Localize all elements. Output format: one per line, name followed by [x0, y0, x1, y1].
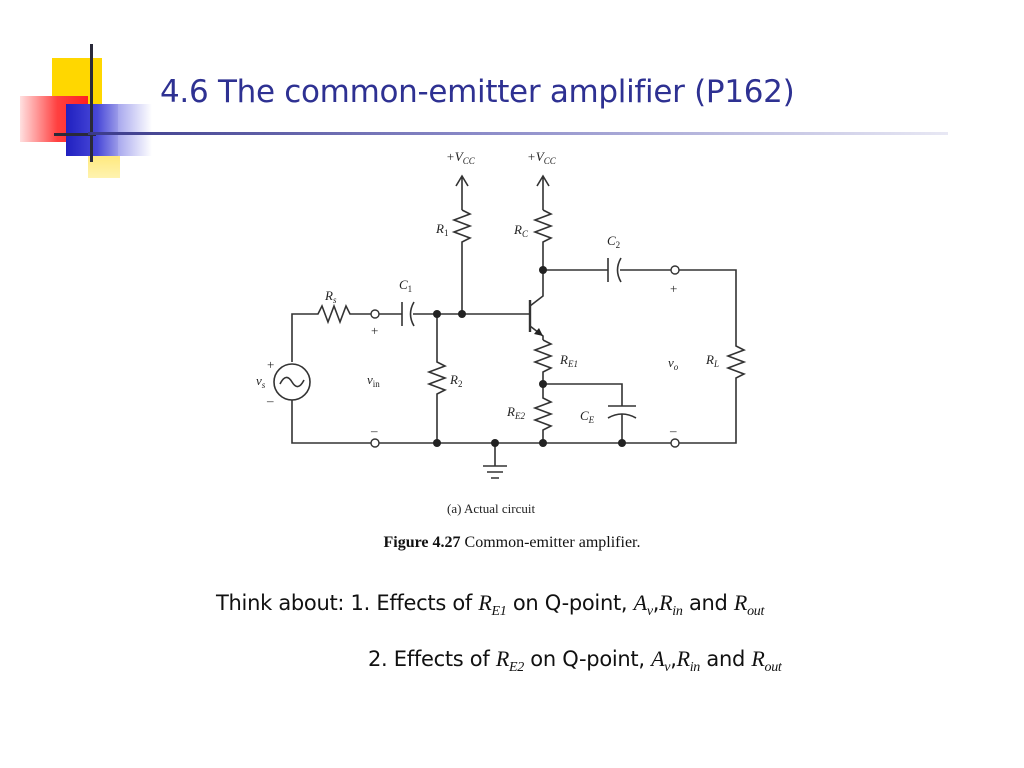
label-rs: Rs — [324, 288, 337, 305]
wire-ce-top — [543, 383, 623, 406]
sine-icon — [279, 376, 305, 388]
sign-vs-minus: – — [266, 393, 274, 408]
terminal-vin-plus — [370, 309, 380, 319]
junction-dot — [433, 310, 441, 318]
label-re1: RE1 — [559, 352, 578, 369]
terminal-vo-plus — [670, 265, 680, 275]
title-underline — [88, 132, 948, 135]
figure-subcaption: (a) Actual circuit — [447, 501, 535, 516]
capacitor-c2-plate2 — [616, 257, 622, 283]
resistor-r2 — [426, 314, 448, 443]
sign-vo-plus: + — [670, 281, 677, 296]
figure-number: Figure 4.27 — [383, 534, 461, 551]
junction-dot — [539, 439, 547, 447]
sign-vin-minus: – — [370, 423, 378, 438]
wire-source-ground — [291, 400, 371, 444]
label-r1: R1 — [435, 221, 448, 238]
decor-vertical-line — [90, 44, 93, 162]
junction-dot — [618, 439, 626, 447]
label-rl: RL — [705, 352, 719, 369]
circuit-diagram: +VCC +VCC R1 RC C2 C1 Rs RE1 R2 RE2 CE R… — [256, 149, 747, 516]
junction-dot — [433, 439, 441, 447]
label-rc: RC — [513, 222, 529, 239]
junction-dot — [491, 439, 499, 447]
terminal-vo-minus — [670, 438, 680, 448]
label-re2: RE2 — [506, 404, 525, 421]
figure-caption: Figure 4.27 Common-emitter amplifier. — [0, 534, 1024, 552]
resistor-rl — [679, 269, 747, 444]
vcc-arrow-left — [455, 174, 469, 210]
decor-blue-fade — [118, 104, 152, 156]
junction-dot — [458, 310, 466, 318]
resistor-re2 — [532, 384, 554, 443]
sign-vin-plus: + — [371, 323, 378, 338]
junction-dot — [539, 266, 547, 274]
think-line-2: 2. Effects of RE2 on Q-point, Av,Rin and… — [368, 646, 782, 675]
label-ce: CE — [580, 408, 595, 425]
resistor-r1 — [451, 209, 473, 314]
sign-vo-minus: – — [669, 423, 677, 438]
label-c2: C2 — [607, 233, 620, 250]
label-vs: vs — [256, 373, 266, 390]
figure-caption-text: Common-emitter amplifier. — [460, 534, 641, 551]
decor-horizontal-line — [54, 133, 96, 136]
transistor-collector — [529, 270, 544, 307]
resistor-re1 — [532, 339, 554, 384]
label-r2: R2 — [449, 372, 462, 389]
label-vcc-left: +VCC — [446, 149, 476, 166]
label-c1: C1 — [399, 277, 412, 294]
terminal-vin-minus — [370, 438, 380, 448]
emitter-arrow — [534, 328, 543, 336]
slide-title: 4.6 The common-emitter amplifier (P162) — [160, 74, 795, 110]
capacitor-c1-plate2 — [409, 301, 415, 327]
ground-icon — [483, 443, 507, 479]
junction-dot — [539, 380, 547, 388]
think-line-1: Think about: 1. Effects of RE1 on Q-poin… — [216, 590, 765, 619]
label-vin: vin — [367, 372, 380, 389]
sign-vs-plus: + — [267, 357, 274, 372]
label-vo: vo — [668, 355, 679, 372]
vcc-arrow-right — [536, 174, 550, 210]
label-vcc-right: +VCC — [527, 149, 557, 166]
resistor-rs — [291, 303, 371, 362]
resistor-rc — [532, 209, 554, 270]
